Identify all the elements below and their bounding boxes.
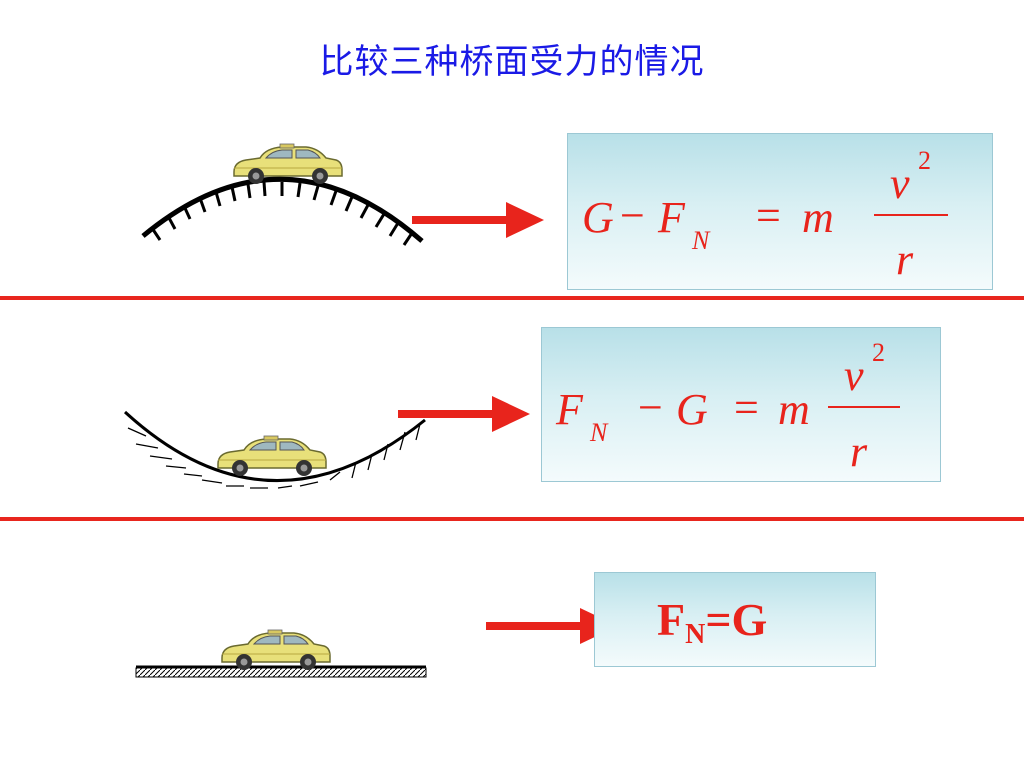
convex-bridge-diagram — [141, 143, 424, 246]
formula-symbol: m — [802, 193, 834, 242]
formula-box-concave: F N − G = m v 2 r — [541, 327, 941, 482]
formula-subscript: N — [590, 418, 608, 447]
formula-symbol: F — [658, 193, 685, 242]
page-title: 比较三种桥面受力的情况 — [319, 42, 705, 82]
concave-bridge-diagram — [123, 410, 426, 489]
formula-equals: = — [756, 191, 781, 240]
fraction-denominator: r — [850, 427, 868, 476]
divider-top — [0, 296, 1024, 300]
arrow-1 — [412, 202, 544, 238]
fraction-numerator: v — [844, 351, 864, 400]
formula-subscript: N — [692, 226, 710, 255]
flat-bridge-diagram — [135, 629, 427, 678]
formula-equals-g: =G — [705, 594, 768, 645]
formula-superscript: 2 — [872, 338, 885, 367]
formula-equals: = — [734, 383, 759, 432]
formula-subscript: N — [685, 619, 706, 650]
formula-superscript: 2 — [918, 146, 931, 175]
divider-bottom — [0, 517, 1024, 521]
formula-symbol: m — [778, 385, 810, 434]
fraction-denominator: r — [896, 235, 914, 284]
formula-box-flat: FN=G — [594, 572, 876, 667]
fraction-bar — [828, 406, 900, 408]
formula-box-convex: G − F N = m v 2 r — [567, 133, 993, 290]
fraction-bar — [874, 214, 948, 216]
formula-symbol: F — [556, 385, 583, 434]
fraction-numerator: v — [890, 159, 910, 208]
formula-symbol: F — [657, 594, 686, 645]
formula-symbol: G — [676, 385, 708, 434]
formula-operator: − — [620, 191, 645, 240]
formula-flat: FN=G — [657, 597, 767, 649]
formula-symbol: G — [582, 193, 614, 242]
formula-operator: − — [638, 383, 663, 432]
